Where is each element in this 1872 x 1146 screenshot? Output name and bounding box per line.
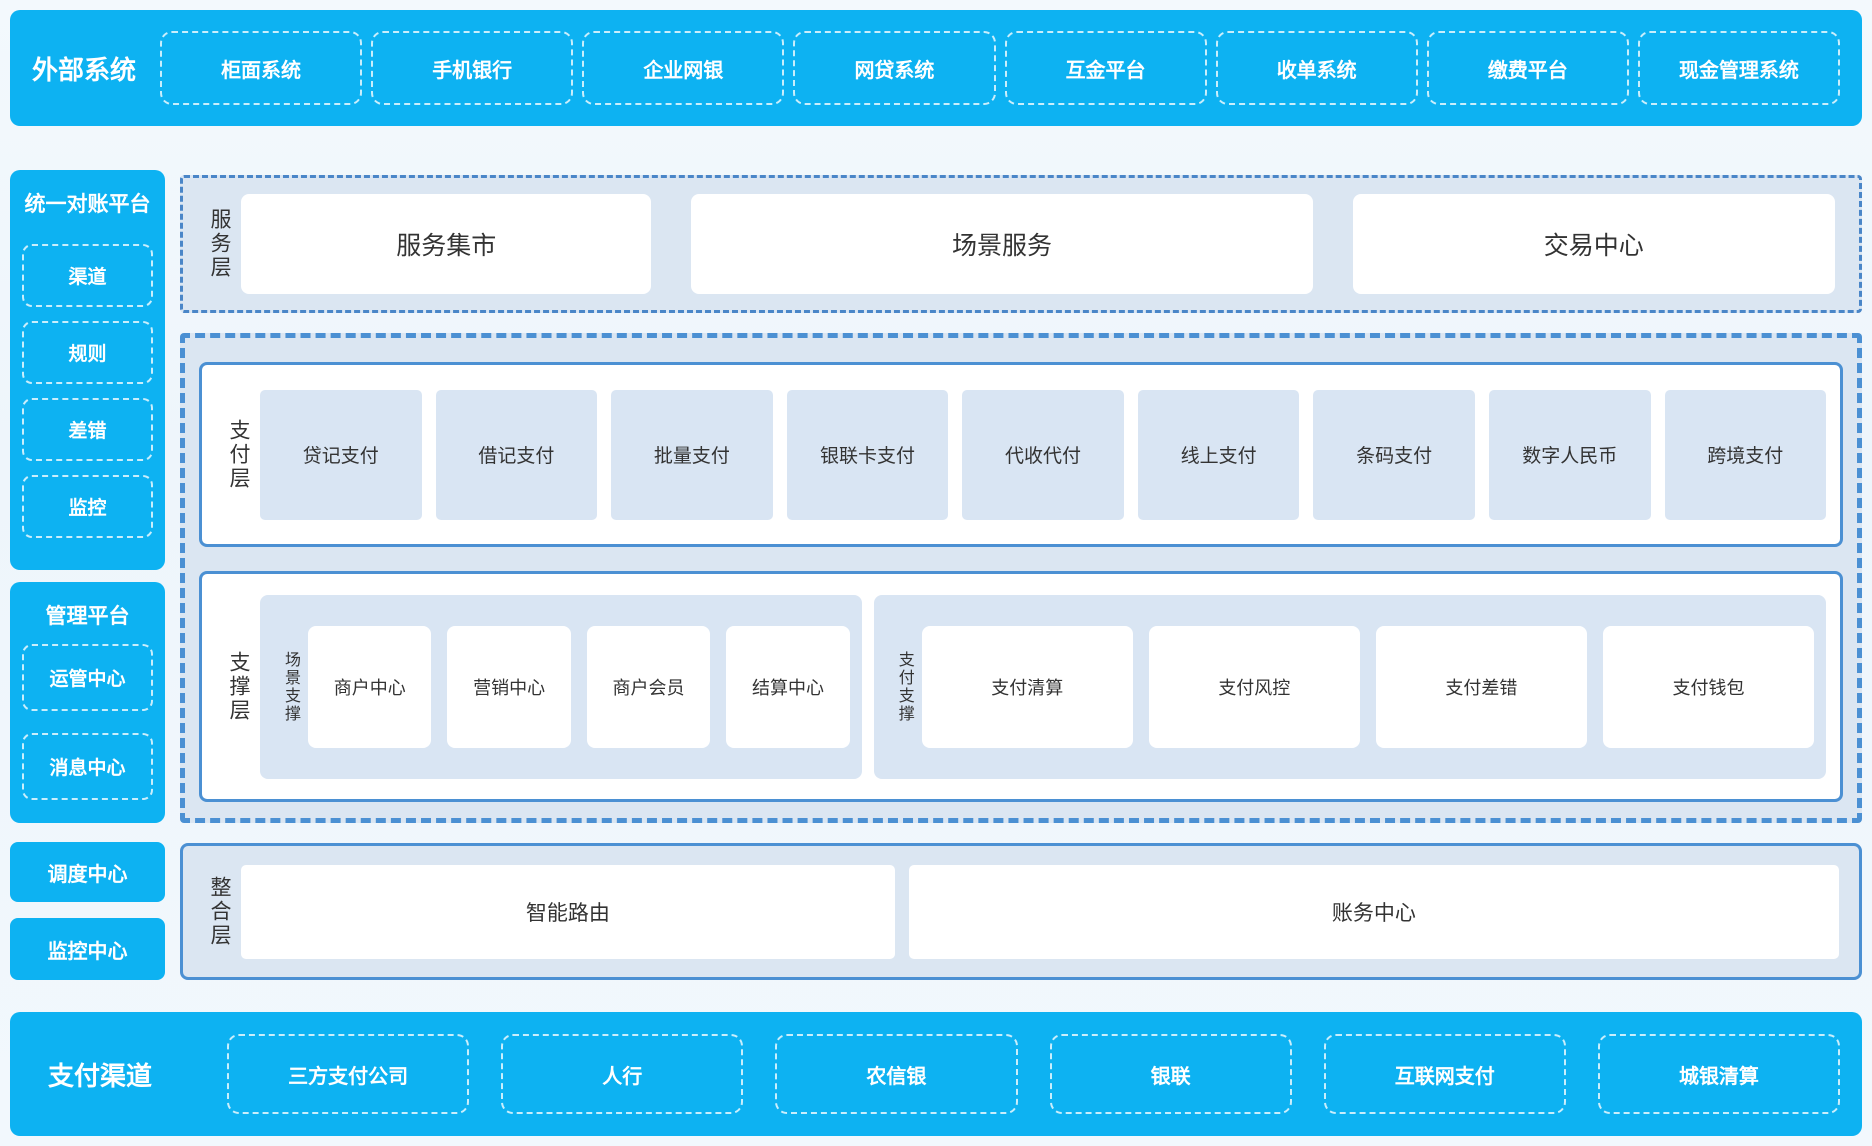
monitoring-center-box: 监控中心 <box>10 918 165 980</box>
scene-support-label: 场景支撑 <box>282 650 299 723</box>
reconciliation-item: 规则 <box>22 321 153 384</box>
payment-item: 跨境支付 <box>1664 389 1827 520</box>
left-column: 统一对账平台 渠道 规则 差错 监控 管理平台 运管中心 消息中心 调度中心 监… <box>10 146 165 980</box>
payment-channel-box: 人行 <box>501 1034 744 1114</box>
management-platform-panel: 管理平台 运管中心 消息中心 <box>10 582 165 823</box>
external-system-box: 手机银行 <box>371 31 574 105</box>
payment-channel-box: 互联网支付 <box>1323 1034 1566 1114</box>
payment-channel-box: 农信银 <box>775 1034 1018 1114</box>
core-layers-container: 支付层 贷记支付 借记支付 批量支付 银联卡支付 代收代付 线上支付 条码支付 … <box>180 333 1862 823</box>
external-system-box: 网贷系统 <box>793 31 996 105</box>
payment-support-group: 支付支撑 支付清算 支付风控 支付差错 支付钱包 <box>873 594 1826 779</box>
scene-support-group: 场景支撑 商户中心 营销中心 商户会员 结算中心 <box>260 594 862 779</box>
service-layer-label: 服务层 <box>208 208 231 280</box>
integration-box: 智能路由 <box>241 864 895 959</box>
external-systems-items: 柜面系统 手机银行 企业网银 网贷系统 互金平台 收单系统 缴费平台 现金管理系… <box>160 10 1840 126</box>
external-system-box: 缴费平台 <box>1426 31 1629 105</box>
payment-support-item: 支付风控 <box>1148 625 1360 748</box>
reconciliation-item: 差错 <box>22 398 153 461</box>
payment-layer-label: 支付层 <box>227 418 250 491</box>
integration-box: 账务中心 <box>908 864 1839 959</box>
management-item: 消息中心 <box>22 733 153 800</box>
main-column: 服务层 服务集市 场景服务 交易中心 支付层 贷记支付 借记支付 批量支付 银联… <box>180 146 1862 980</box>
payment-channel-box: 城银清算 <box>1597 1034 1841 1114</box>
payment-support-item: 支付清算 <box>921 625 1133 748</box>
external-system-box: 柜面系统 <box>160 31 363 105</box>
payment-channels-title: 支付渠道 <box>48 1060 153 1091</box>
management-item: 运管中心 <box>22 644 153 711</box>
payment-item: 数字人民币 <box>1488 389 1651 520</box>
external-systems-title: 外部系统 <box>32 54 137 85</box>
integration-layer-panel: 整合层 智能路由 账务中心 <box>180 843 1862 980</box>
external-systems-bar: 外部系统 柜面系统 手机银行 企业网银 网贷系统 互金平台 收单系统 缴费平台 … <box>10 10 1862 126</box>
scene-support-item: 营销中心 <box>447 625 571 748</box>
reconciliation-item: 监控 <box>22 475 153 538</box>
service-layer-panel: 服务层 服务集市 场景服务 交易中心 <box>180 175 1862 313</box>
external-system-box: 现金管理系统 <box>1637 31 1840 105</box>
reconciliation-platform-title: 统一对账平台 <box>24 193 151 216</box>
management-platform-title: 管理平台 <box>45 605 130 628</box>
reconciliation-platform-panel: 统一对账平台 渠道 规则 差错 监控 <box>10 170 165 570</box>
service-box: 交易中心 <box>1352 194 1835 294</box>
service-box: 场景服务 <box>691 194 1313 294</box>
payment-channel-box: 三方支付公司 <box>227 1034 470 1114</box>
payment-support-item: 支付差错 <box>1375 625 1587 748</box>
external-system-box: 收单系统 <box>1215 31 1418 105</box>
scene-support-item: 商户会员 <box>586 625 711 748</box>
payment-channel-box: 银联 <box>1049 1034 1292 1114</box>
payment-layer-panel: 支付层 贷记支付 借记支付 批量支付 银联卡支付 代收代付 线上支付 条码支付 … <box>199 362 1843 547</box>
service-box: 服务集市 <box>241 194 652 294</box>
scene-support-item: 结算中心 <box>726 625 850 748</box>
payment-item: 线上支付 <box>1137 389 1300 520</box>
support-layer-panel: 支撑层 场景支撑 商户中心 营销中心 商户会员 结算中心 <box>199 571 1843 802</box>
payment-channels-bar: 支付渠道 三方支付公司 人行 农信银 银联 互联网支付 城银清算 <box>10 1012 1862 1136</box>
external-system-box: 企业网银 <box>582 31 785 105</box>
scene-support-item: 商户中心 <box>308 625 432 748</box>
payment-item: 借记支付 <box>435 389 598 520</box>
middle-region: 统一对账平台 渠道 规则 差错 监控 管理平台 运管中心 消息中心 调度中心 监… <box>10 146 1862 980</box>
payment-support-item: 支付钱包 <box>1602 625 1815 748</box>
payment-item: 贷记支付 <box>260 389 422 520</box>
payment-item: 条码支付 <box>1313 389 1475 520</box>
payment-item: 银联卡支付 <box>786 389 949 520</box>
integration-layer-label: 整合层 <box>208 875 231 948</box>
payment-item: 批量支付 <box>611 389 773 520</box>
support-layer-label: 支撑层 <box>227 650 250 723</box>
payment-support-label: 支付支撑 <box>895 650 913 723</box>
scheduling-center-box: 调度中心 <box>10 842 165 902</box>
external-system-box: 互金平台 <box>1004 31 1207 105</box>
payment-item: 代收代付 <box>962 389 1124 520</box>
reconciliation-item: 渠道 <box>22 244 153 307</box>
